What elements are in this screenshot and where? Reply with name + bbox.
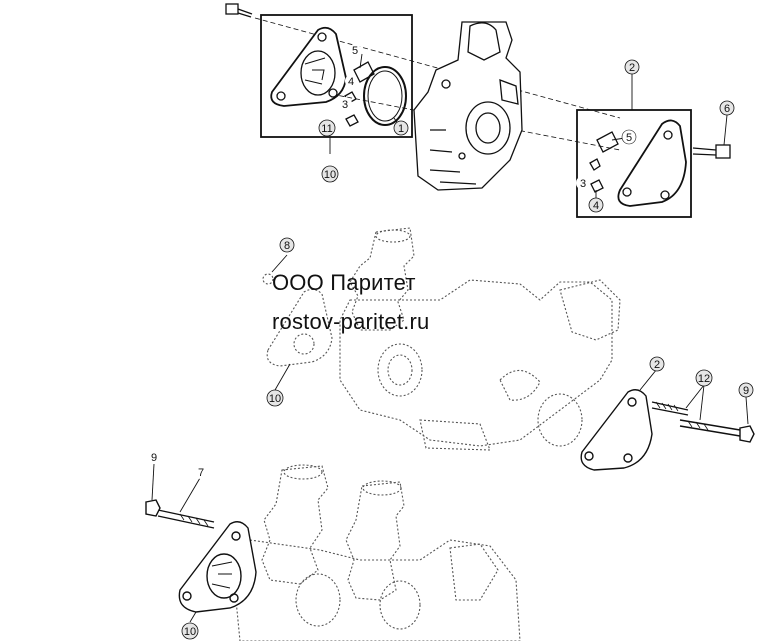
callout-10-mid: 10 <box>266 389 284 407</box>
kit-frame-left <box>260 14 413 138</box>
callout-8: 8 <box>279 237 295 253</box>
svg-text:4: 4 <box>348 76 354 88</box>
callout-3-right: 3 <box>576 176 590 190</box>
svg-text:10: 10 <box>184 626 196 638</box>
callout-4-left: 4 <box>345 75 357 88</box>
svg-text:9: 9 <box>743 385 749 397</box>
callout-9-right: 9 <box>738 382 754 398</box>
svg-text:2: 2 <box>629 62 635 74</box>
callouts: 1 2 2 3 3 4 4 5 5 6 7 8 9 9 10 10 10 11 … <box>147 44 754 640</box>
svg-text:12: 12 <box>698 373 710 385</box>
svg-text:5: 5 <box>626 132 632 144</box>
middle-assembly-solid <box>271 254 755 471</box>
callout-2-top: 2 <box>624 59 640 75</box>
bolt-top-left <box>225 3 253 18</box>
callout-7: 7 <box>194 465 208 479</box>
bolt-top-right <box>692 144 731 159</box>
callout-12: 12 <box>695 369 713 387</box>
svg-text:7: 7 <box>198 467 204 479</box>
svg-text:10: 10 <box>269 393 281 405</box>
svg-text:4: 4 <box>593 200 599 212</box>
svg-text:11: 11 <box>321 123 332 135</box>
kit-frame-right <box>576 109 692 218</box>
callout-5-left: 5 <box>349 44 361 57</box>
svg-text:3: 3 <box>580 178 586 190</box>
small-parts-right <box>589 131 619 193</box>
callout-3-left: 3 <box>338 97 352 111</box>
svg-text:3: 3 <box>342 99 348 111</box>
callout-11: 11 <box>318 119 336 137</box>
cover-plate-right <box>617 119 687 207</box>
svg-text:10: 10 <box>324 169 336 181</box>
callout-1: 1 <box>393 120 409 136</box>
callout-4-right: 4 <box>588 197 604 213</box>
top-assembly <box>225 3 731 218</box>
valve-body-top <box>413 21 523 191</box>
cover-plate-left <box>270 26 347 107</box>
callout-9-bottom: 9 <box>147 450 161 464</box>
svg-text:8: 8 <box>284 240 290 252</box>
svg-text:1: 1 <box>398 123 404 135</box>
middle-assembly <box>262 227 621 451</box>
callout-10-bottom: 10 <box>181 622 199 640</box>
bottom-assembly-solid <box>145 463 257 623</box>
callout-5-right: 5 <box>621 129 637 145</box>
svg-text:5: 5 <box>352 45 358 57</box>
svg-text:9: 9 <box>151 452 157 464</box>
callout-2-mid: 2 <box>649 356 665 372</box>
callout-10-top: 10 <box>321 165 339 183</box>
callout-6: 6 <box>719 100 735 116</box>
watermark-company: ООО Паритет <box>272 270 416 295</box>
svg-text:2: 2 <box>654 359 660 371</box>
svg-text:6: 6 <box>724 103 730 115</box>
watermark-url: rostov-paritet.ru <box>272 309 430 334</box>
bottom-assembly <box>235 464 521 641</box>
o-ring-left <box>363 66 407 126</box>
